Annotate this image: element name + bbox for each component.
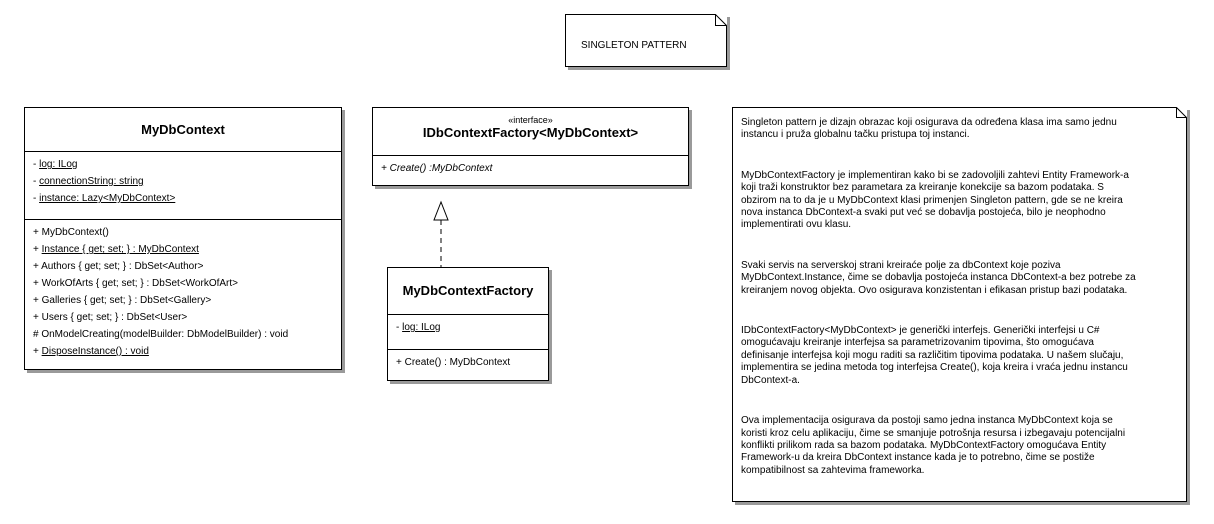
operation-member-text: Users { get; set; } : DbSet<User> [41,312,188,323]
description-paragraph: Singleton pattern je dizajn obrazac koji… [741,117,1181,142]
attribute-member-text: log: ILog [39,159,78,170]
operation-member: + MyDbContext() [33,224,333,241]
description-paragraph: MyDbContextFactory je implementiran kako… [741,170,1181,232]
operation-member: # OnModelCreating(modelBuilder: DbModelB… [33,326,333,343]
operation-member-text: Create() : MyDbContext [404,357,511,368]
attribute-member: - log: ILog [33,156,333,173]
attribute-member: - connectionString: string [33,173,333,190]
description-line: implementirati ovu klasu. [741,219,852,231]
class-mydbcontext[interactable]: MyDbContext - log: ILog- connectionStrin… [24,107,342,370]
note-description[interactable]: Singleton pattern je dizajn obrazac koji… [732,107,1187,502]
attribute-member: - log: ILog [396,319,540,336]
class-mydbcontextfactory[interactable]: MyDbContextFactory - log: ILog + Create(… [387,267,549,381]
attribute-member-text: connectionString: string [39,176,144,187]
description-line: Ova implementacija osigurava da postoji … [741,415,1113,427]
operation-member: + Create() :MyDbContext [381,160,680,177]
note-outline [565,14,727,67]
note-outline [732,107,1187,502]
description-paragraph: Svaki servis na serverskoj strani kreira… [741,260,1181,297]
visibility-marker: + [33,295,42,306]
visibility-marker: + [33,278,42,289]
description-line: Svaki servis na serverskoj strani kreira… [741,259,1061,271]
visibility-marker: + [33,261,42,272]
operation-member: + Authors { get; set; } : DbSet<Author> [33,258,333,275]
visibility-marker: + [381,163,390,174]
operation-member-text: Galleries { get; set; } : DbSet<Gallery> [41,295,212,306]
visibility-marker: + [33,346,42,357]
operation-member: + WorkOfArts { get; set; } : DbSet<WorkO… [33,275,333,292]
visibility-marker: + [33,312,42,323]
description-line: implementira se jedina metoda tog interf… [741,362,1128,374]
description-paragraph: IDbContextFactory<MyDbContext> je generi… [741,325,1181,387]
operation-member-text: Instance { get; set; } : MyDbContext [41,244,199,255]
interface-name: IDbContextFactory<MyDbContext> [422,125,639,140]
description-line: koristi kroz celu aplikaciju, čime se sm… [741,427,1126,439]
description-line: MyDbContextFactory je implementiran kako… [741,169,1129,181]
visibility-marker: - [33,193,40,204]
visibility-marker: - [33,176,40,187]
description-line: omogućavaju kreiranje interfejsa sa para… [741,337,1094,349]
visibility-marker: - [33,159,40,170]
class-factory-operations: + Create() : MyDbContext [388,349,548,375]
description-line: kompatibilnost sa zahtevima frameworka. [741,464,925,476]
visibility-marker: # [33,329,42,340]
description-line: definisanje interfejsa koji mogu raditi … [741,349,1124,361]
visibility-marker: + [396,357,405,368]
class-mydbcontext-attributes: - log: ILog- connectionString: string- i… [25,151,341,219]
operation-member: + Galleries { get; set; } : DbSet<Galler… [33,292,333,309]
description-line: DbContext-a. [741,374,800,386]
interface-stereotype: «interface» [508,115,553,125]
operation-member: + Create() : MyDbContext [396,354,540,371]
description-line: kreiranjem novog objekta. Ovo osigurava … [741,284,1128,296]
description-line: obzirom na to da je u MyDbContext klasi … [741,194,1123,206]
visibility-marker: + [33,227,42,238]
description-line: nova instanca DbContext-a svaki put već … [741,207,1106,219]
realization-arrow [433,200,449,268]
class-mydbcontext-operations: + MyDbContext()+ Instance { get; set; } … [25,219,341,364]
description-line: IDbContextFactory<MyDbContext> je generi… [741,325,1100,337]
visibility-marker: + [33,244,42,255]
operation-member: + DisposeInstance() : void [33,343,333,360]
attribute-member: - instance: Lazy<MyDbContext> [33,190,333,207]
operation-member-text: OnModelCreating(modelBuilder: DbModelBui… [41,329,289,340]
operation-member: + Users { get; set; } : DbSet<User> [33,309,333,326]
description-paragraph: Ova implementacija osigurava da postoji … [741,415,1181,477]
attribute-member-text: log: ILog [402,322,441,333]
note-singleton-title[interactable]: SINGLETON PATTERN [565,14,727,67]
visibility-marker: - [396,322,403,333]
class-mydbcontext-name: MyDbContext [141,122,225,137]
operation-member-text: DisposeInstance() : void [41,346,149,357]
operation-member: + Instance { get; set; } : MyDbContext [33,241,333,258]
operation-member-text: MyDbContext() [41,227,109,238]
operation-member-text: WorkOfArts { get; set; } : DbSet<WorkOfA… [41,278,238,289]
description-line: MyDbContext.Instance, čime se dobavlja p… [741,272,1136,284]
attribute-member-text: instance: Lazy<MyDbContext> [39,193,176,204]
description-line: konflikti prilikom rada sa bazom podatak… [741,439,1107,451]
description-line: instancu i pruža globalnu tačku pristupa… [741,129,970,141]
class-factory-attributes: - log: ILog [388,314,548,349]
interface-idbcontextfactory[interactable]: «interface» IDbContextFactory<MyDbContex… [372,107,689,186]
description-line: Framework-u da kreira DbContext instance… [741,452,1095,464]
class-factory-name: MyDbContextFactory [402,283,534,298]
operation-member-text: Create() :MyDbContext [389,163,493,174]
description-line: koji traži konstruktor bez parametara za… [741,182,1104,194]
note-title-text: SINGLETON PATTERN [581,40,687,51]
note-description-text: Singleton pattern je dizajn obrazac koji… [741,117,1181,505]
operation-member-text: Authors { get; set; } : DbSet<Author> [41,261,204,272]
interface-operations: + Create() :MyDbContext [373,155,688,187]
description-line: Singleton pattern je dizajn obrazac koji… [741,117,1117,128]
